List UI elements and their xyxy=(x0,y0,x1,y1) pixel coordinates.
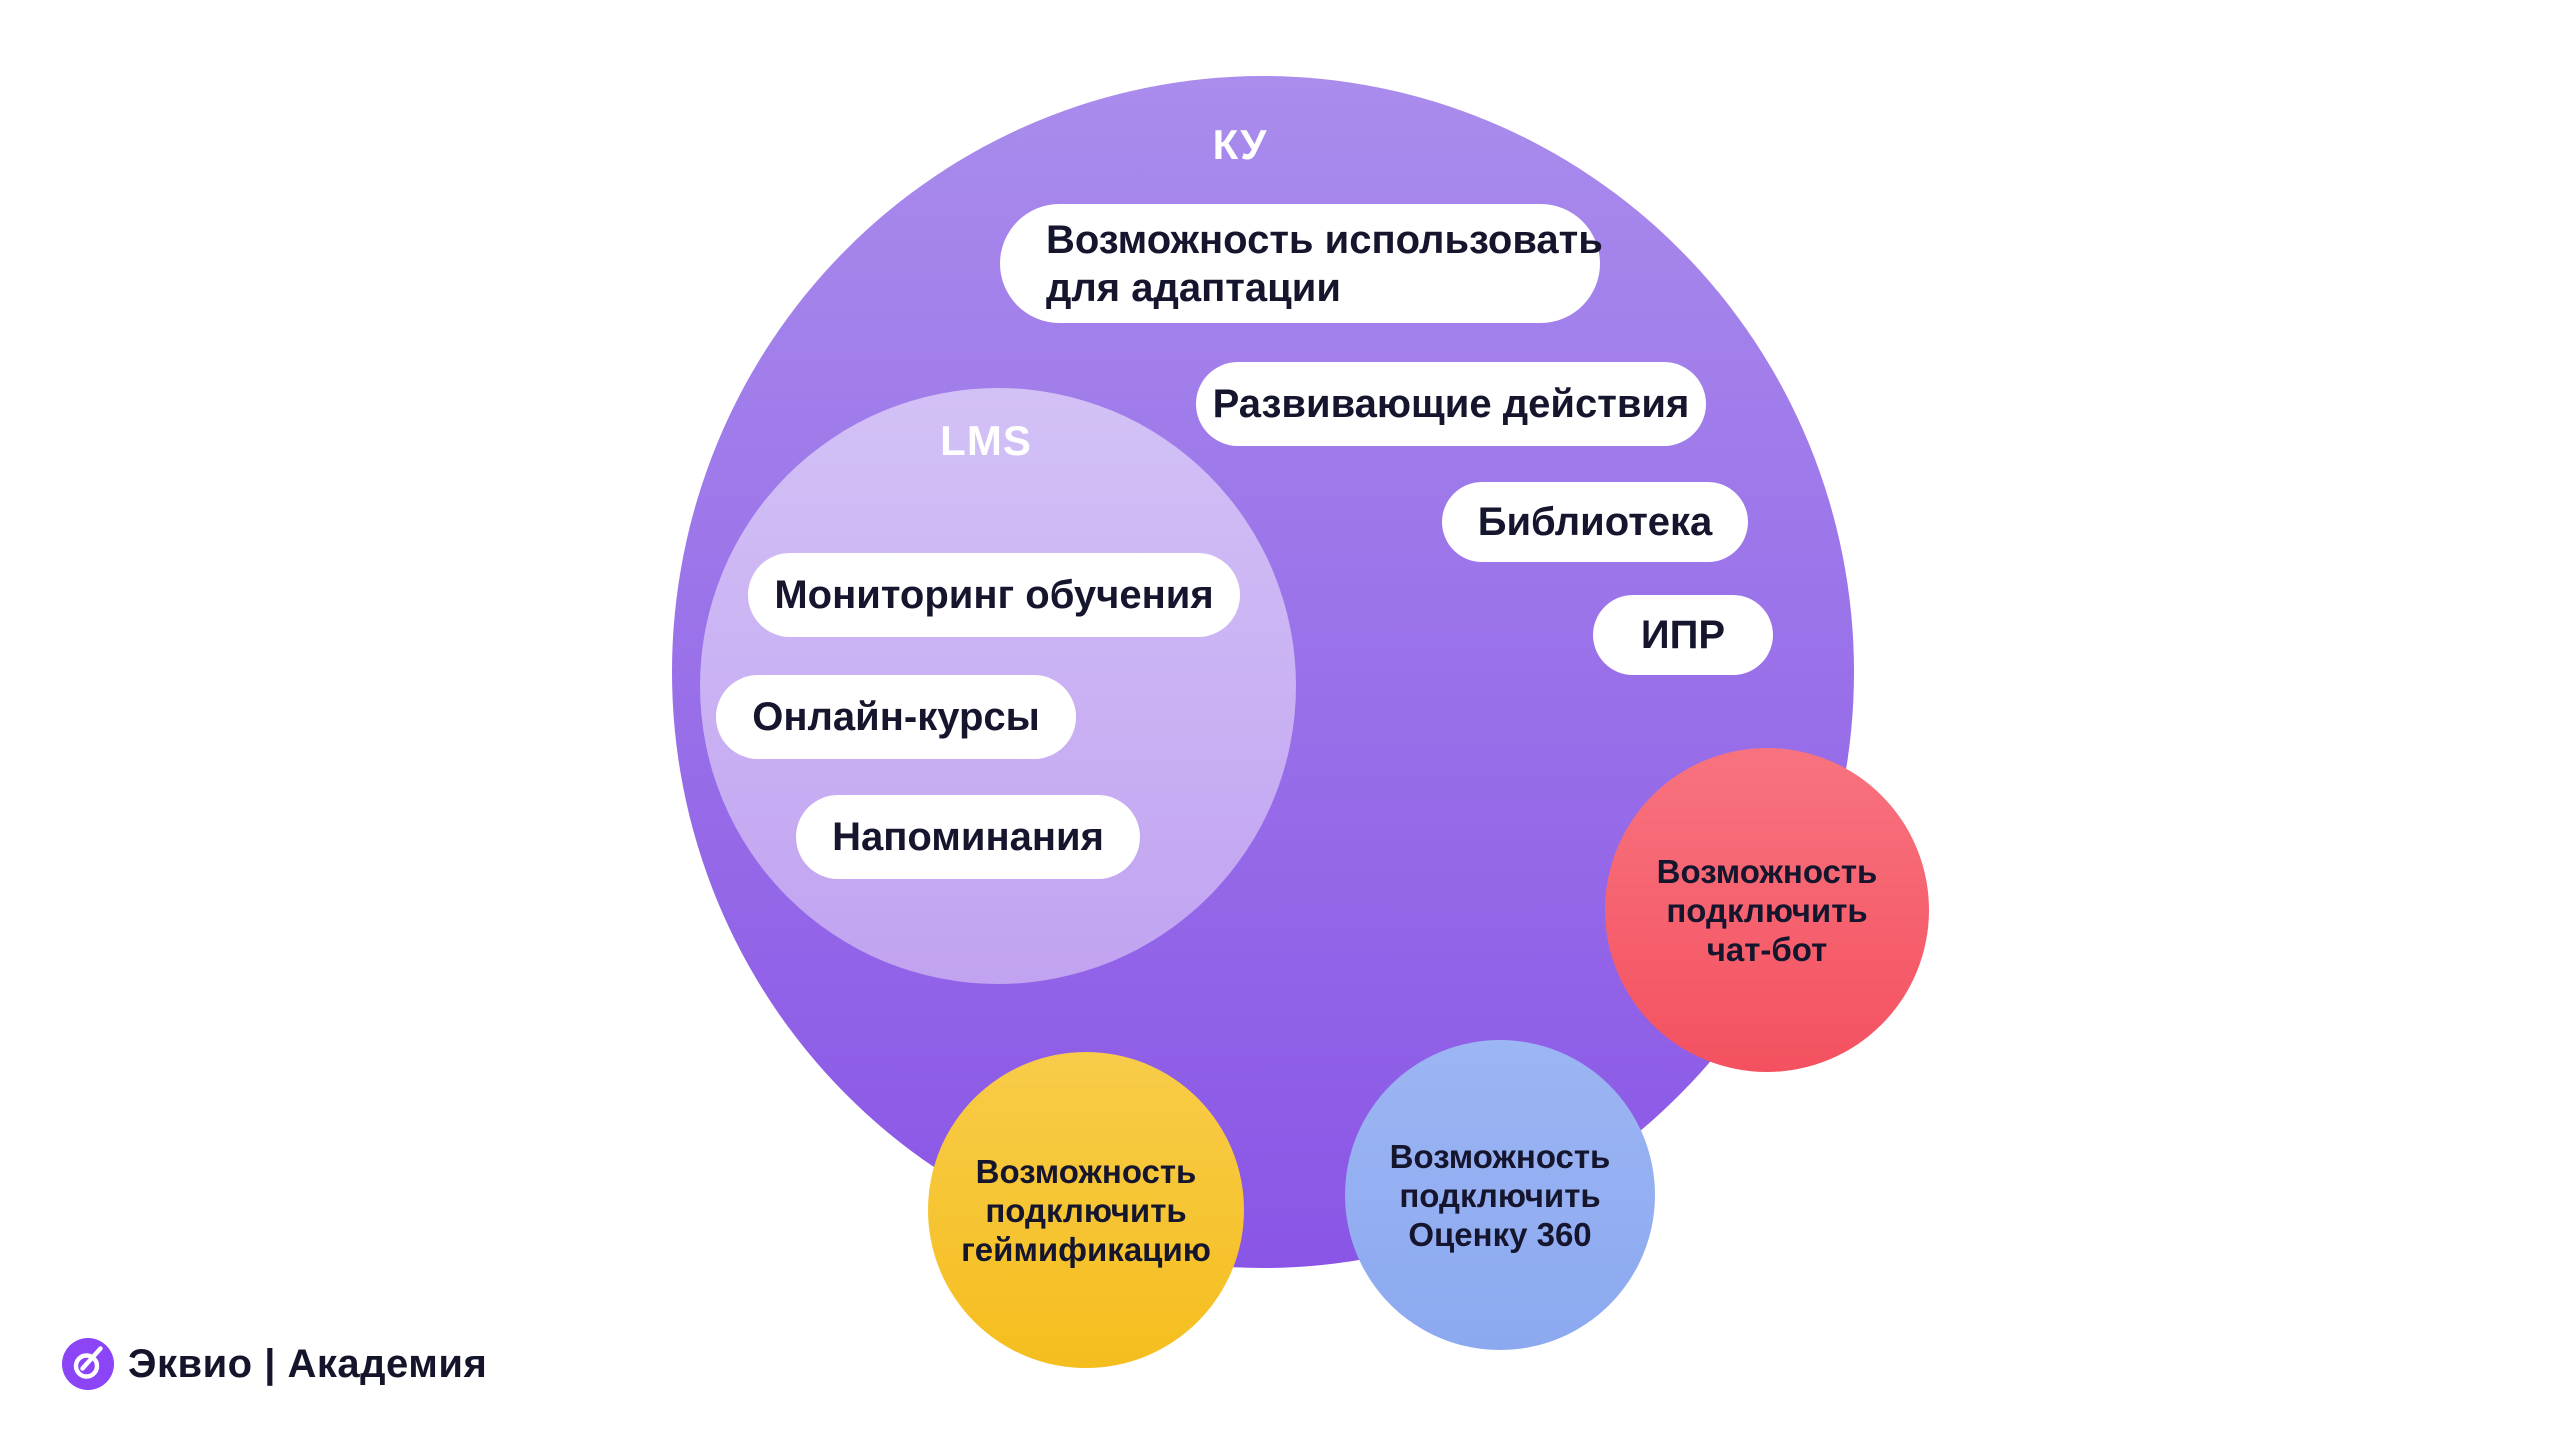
pill-development-actions: Развивающие действия xyxy=(1196,362,1706,446)
gamification-line-1: Возможность xyxy=(975,1152,1197,1190)
ku-circle-label: КУ xyxy=(1212,121,1268,168)
pill-adaptation-line-1: Возможность использовать xyxy=(1046,217,1603,262)
pill-ipr: ИПР xyxy=(1593,595,1773,675)
assessment-360-line-1: Возможность xyxy=(1389,1137,1611,1175)
chatbot-line-2: подключить xyxy=(1666,891,1868,929)
chatbot-circle: Возможность подключить чат-бот xyxy=(1605,748,1929,1072)
chatbot-line-1: Возможность xyxy=(1656,852,1878,890)
pill-reminders: Напоминания xyxy=(796,795,1140,879)
brand-text: Эквио | Академия xyxy=(128,1342,488,1386)
pill-online-courses: Онлайн-курсы xyxy=(716,675,1076,759)
pill-adaptation: Возможность использовать для адаптации xyxy=(1000,204,1603,323)
assessment-360-circle: Возможность подключить Оценку 360 xyxy=(1345,1040,1655,1350)
gamification-line-3: геймификацию xyxy=(961,1230,1211,1268)
gamification-circle: Возможность подключить геймификацию xyxy=(928,1052,1244,1368)
chatbot-line-3: чат-бот xyxy=(1706,930,1828,968)
assessment-360-line-3: Оценку 360 xyxy=(1408,1215,1592,1253)
eqvio-logo-icon xyxy=(62,1338,114,1390)
lms-circle-label: LMS xyxy=(940,417,1032,464)
pill-learning-monitoring: Мониторинг обучения xyxy=(748,553,1240,637)
brand-footer: Эквио | Академия xyxy=(62,1338,487,1390)
gamification-line-2: подключить xyxy=(985,1191,1187,1229)
pill-library: Библиотека xyxy=(1442,482,1748,562)
assessment-360-line-2: подключить xyxy=(1399,1176,1601,1214)
pill-adaptation-line-2: для адаптации xyxy=(1046,265,1341,310)
